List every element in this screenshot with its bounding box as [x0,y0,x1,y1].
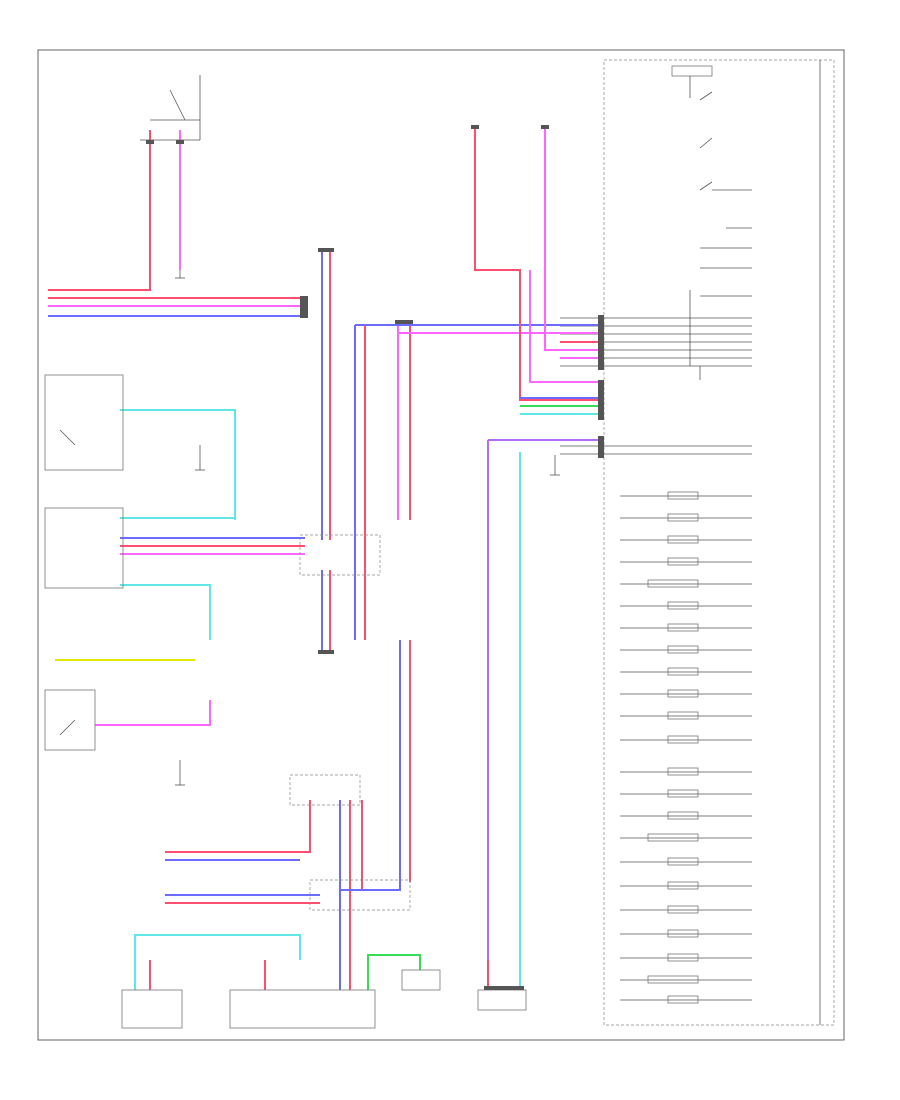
wire-cyan-transmission [120,409,236,520]
meter-top-switches [671,65,752,297]
joint-connector-bottom [309,879,411,911]
lower-control-box [229,989,376,1029]
wire-pink-fuse-3 [529,270,600,383]
meter-gauge-lines [620,495,752,1001]
ground-symbols [175,270,560,786]
joint-connector-center [299,534,381,576]
fuel-level-sender-box [477,989,527,1011]
wire-violet-fuel-sender [487,439,600,990]
wire-green-bottom [367,954,421,990]
wire-red-fuse-1 [474,125,600,401]
oil-sensor-box [401,969,441,991]
wire-pink-fuse-2 [544,125,600,351]
wire-red-lower-1 [165,800,311,853]
meter-bus-lines [560,290,752,455]
diagram-frame [37,49,845,1041]
engine-control-box [44,507,124,589]
combination-meter-box [603,59,835,1026]
wire-red-left-switch [48,130,151,291]
wire-cyan-bottom [134,934,301,990]
pressure-sensor-box [121,989,183,1029]
wire-blue-lower-vert-2 [340,640,401,891]
wire-cyan-sensor [120,584,211,640]
wire-pink-sensor [95,700,211,726]
transmission-switch-box [44,374,124,471]
joint-connector-lower [289,774,361,806]
meter-gauge-markers [647,491,699,1004]
connector-ticks [146,125,604,990]
seat-belt-switch-box [44,689,96,751]
